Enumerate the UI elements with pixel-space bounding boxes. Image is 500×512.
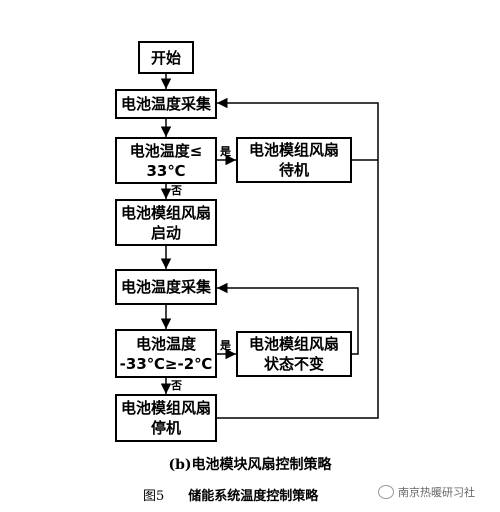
sub-caption: (b)电池模块风扇控制策略: [168, 457, 332, 473]
figure-number: 图5: [143, 489, 165, 504]
fan-keep-state-line-2: 状态不变: [263, 355, 324, 373]
fan-standby-line-1: 电池模组风扇: [248, 141, 339, 159]
start-node: 开始: [138, 41, 194, 74]
fan-start-line-1: 电池模组风扇: [120, 203, 211, 222]
figure-caption: 图5 储能系统温度控制策略: [143, 485, 318, 504]
fan-start-line-2: 启动: [150, 223, 181, 242]
collect-temp-label-2: 电池温度采集: [120, 278, 211, 296]
watermark: 南京热暖研习社: [378, 484, 475, 500]
fan-standby-line-2: 待机: [278, 161, 309, 179]
fan-keep-state-node: 电池模组风扇 状态不变: [236, 331, 352, 377]
yes-label-1: 是: [220, 145, 231, 158]
start-label: 开始: [150, 48, 181, 67]
collect-temp-node-2: 电池温度采集: [115, 269, 217, 305]
fan-start-node: 电池模组风扇 启动: [115, 199, 217, 246]
fan-keep-state-line-1: 电池模组风扇: [248, 335, 339, 353]
collect-temp-label-1: 电池温度采集: [120, 95, 211, 113]
no-label-2: 否: [171, 379, 182, 392]
condition-2-line-2: -33℃≥-2℃: [119, 354, 213, 373]
watermark-text: 南京热暖研习社: [398, 486, 475, 499]
fan-standby-node: 电池模组风扇 待机: [236, 137, 352, 183]
fan-stop-line-1: 电池模组风扇: [120, 399, 211, 417]
condition-1-line-1: 电池温度≤: [129, 141, 203, 160]
condition-node-1: 电池温度≤ 33℃: [115, 137, 217, 184]
fan-stop-node: 电池模组风扇 停机: [115, 394, 217, 442]
yes-label-2: 是: [220, 339, 231, 352]
figure-title: 储能系统温度控制策略: [188, 489, 319, 504]
fan-stop-line-2: 停机: [150, 419, 181, 437]
wechat-icon: [378, 485, 394, 499]
condition-2-line-1: 电池温度: [135, 334, 196, 353]
no-label-1: 否: [171, 184, 182, 197]
collect-temp-node-1: 电池温度采集: [115, 89, 217, 119]
loop-fan-stop-to-collect1: [216, 97, 379, 419]
condition-node-2: 电池温度 -33℃≥-2℃: [115, 329, 217, 378]
loop-keep-to-collect2: [217, 282, 359, 355]
condition-1-line-2: 33℃: [146, 161, 186, 180]
